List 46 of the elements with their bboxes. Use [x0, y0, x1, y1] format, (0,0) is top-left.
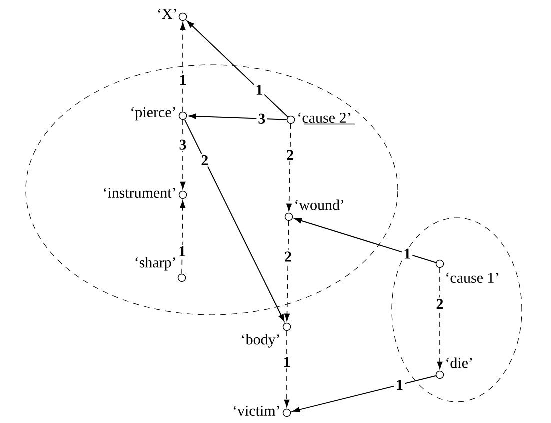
node-label: ‘X’ [158, 9, 176, 19]
arrow [284, 330, 290, 408]
edge-label: 1 [178, 74, 188, 87]
node-circle [282, 322, 292, 332]
node-circle [282, 408, 292, 418]
node-circle [178, 190, 188, 200]
node-label: ‘wound’ [296, 200, 344, 210]
edge-label: 2 [434, 298, 446, 311]
edge-label: 3 [256, 112, 268, 126]
dashed-ellipse [26, 64, 398, 316]
arrow [294, 218, 437, 264]
node-circle [286, 116, 296, 124]
edge-label: 1 [177, 244, 188, 258]
node-circle [178, 274, 186, 282]
edge-label: 1 [402, 247, 413, 260]
edge-label: 1 [254, 83, 265, 96]
edge-label: 2 [200, 154, 210, 167]
edge-label: 1 [394, 378, 405, 392]
node-circle [436, 370, 444, 380]
dashed-ellipse [392, 218, 522, 402]
node-circle [178, 112, 188, 120]
arrow [284, 220, 290, 322]
node-label: ‘cause 2’ [298, 112, 356, 125]
node-label: ‘die’ [446, 358, 472, 368]
node-label: ‘pierce’ [132, 107, 176, 121]
node-circle [178, 12, 188, 22]
edge-label: 3 [178, 138, 188, 152]
arrow [286, 124, 292, 212]
arrow [292, 376, 436, 413]
node-circle [436, 260, 444, 268]
node-label: ‘victim’ [234, 406, 280, 416]
node-label: ‘cause 1’ [446, 272, 498, 284]
arrow [184, 119, 285, 322]
edge-label: 1 [282, 356, 292, 369]
node-label: ‘body’ [242, 334, 280, 348]
arrow [180, 22, 186, 112]
arrow [187, 20, 288, 118]
node-circle [284, 212, 294, 222]
arrow [180, 200, 186, 274]
edge-label: 2 [283, 250, 294, 264]
arrow [188, 114, 288, 120]
arrow [437, 268, 443, 370]
arrow [180, 120, 186, 190]
node-label: ‘sharp’ [136, 257, 176, 271]
node-label: ‘instrument’ [104, 188, 176, 198]
edge-label: 2 [285, 148, 296, 162]
